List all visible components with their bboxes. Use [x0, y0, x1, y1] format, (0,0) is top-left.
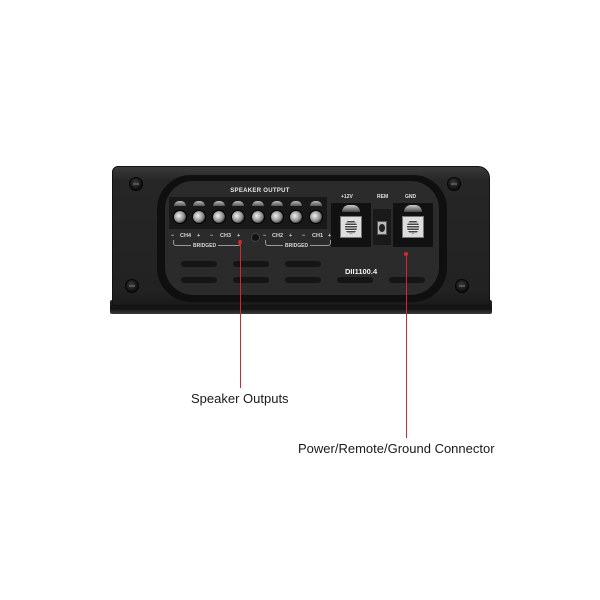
amplifier-chassis: SPEAKER OUTPUT − CH4 + − CH3 +: [112, 166, 490, 306]
bridged-label: BRIDGED: [191, 243, 219, 249]
speaker-terminal[interactable]: [210, 199, 228, 227]
vent-slot: [233, 261, 269, 267]
polarity-minus: −: [263, 233, 267, 239]
vent-slot: [285, 277, 321, 283]
polarity-minus: −: [210, 233, 214, 239]
plus-12v-terminal[interactable]: [340, 216, 362, 238]
speaker-terminal[interactable]: [307, 199, 325, 227]
vent-slot: [285, 261, 321, 267]
bridged-label: BRIDGED: [283, 243, 311, 249]
connector-panel-inner: SPEAKER OUTPUT − CH4 + − CH3 +: [165, 181, 439, 295]
connector-panel: SPEAKER OUTPUT − CH4 + − CH3 +: [157, 175, 447, 302]
polarity-plus: +: [328, 233, 332, 239]
ground-terminal-top: [404, 205, 422, 212]
screw-icon: [129, 177, 143, 191]
speaker-terminal[interactable]: [190, 199, 208, 227]
callout-power-connector: Power/Remote/Ground Connector: [298, 441, 495, 456]
vent-slot: [337, 277, 373, 283]
speaker-terminal[interactable]: [249, 199, 267, 227]
plus-12v-terminal-top: [342, 205, 360, 212]
polarity-plus: +: [289, 233, 293, 239]
callout-line-speaker: [240, 242, 241, 388]
speaker-terminal[interactable]: [287, 199, 305, 227]
ground-label: GND: [405, 194, 417, 200]
callout-line-power: [406, 254, 407, 438]
plus-12v-label: +12V: [341, 194, 353, 200]
polarity-minus: −: [171, 233, 175, 239]
polarity-minus: −: [302, 233, 306, 239]
speaker-terminal[interactable]: [268, 199, 286, 227]
polarity-plus: +: [197, 233, 201, 239]
channel-label-ch1: CH1: [312, 233, 324, 239]
terminal-screw-icon: [309, 210, 323, 224]
speaker-terminal-block: [169, 197, 327, 229]
terminal-screw-icon: [212, 210, 226, 224]
terminal-screw-icon: [173, 210, 187, 224]
speaker-terminal[interactable]: [229, 199, 247, 227]
callout-speaker-outputs: Speaker Outputs: [191, 391, 289, 406]
indicator-led: [251, 233, 260, 242]
screw-icon: [125, 279, 139, 293]
screw-icon: [447, 177, 461, 191]
channel-label-ch4: CH4: [180, 233, 192, 239]
speaker-output-label: SPEAKER OUTPUT: [230, 188, 290, 194]
remote-label: REM: [377, 194, 389, 200]
vent-slot: [233, 277, 269, 283]
amplifier-end-panel: SPEAKER OUTPUT − CH4 + − CH3 +: [110, 166, 492, 314]
vent-slot: [389, 277, 425, 283]
polarity-plus: +: [237, 233, 241, 239]
remote-terminal[interactable]: [377, 221, 387, 235]
screw-icon: [455, 279, 469, 293]
model-number: DII1100.4: [345, 267, 378, 276]
channel-label-ch3: CH3: [220, 233, 232, 239]
terminal-screw-icon: [231, 210, 245, 224]
vent-slot: [181, 277, 217, 283]
terminal-screw-icon: [251, 210, 265, 224]
ground-terminal[interactable]: [402, 216, 424, 238]
terminal-screw-icon: [192, 210, 206, 224]
terminal-screw-icon: [270, 210, 284, 224]
terminal-screw-icon: [289, 210, 303, 224]
vent-slot: [181, 261, 217, 267]
channel-label-ch2: CH2: [272, 233, 284, 239]
speaker-terminal[interactable]: [171, 199, 189, 227]
